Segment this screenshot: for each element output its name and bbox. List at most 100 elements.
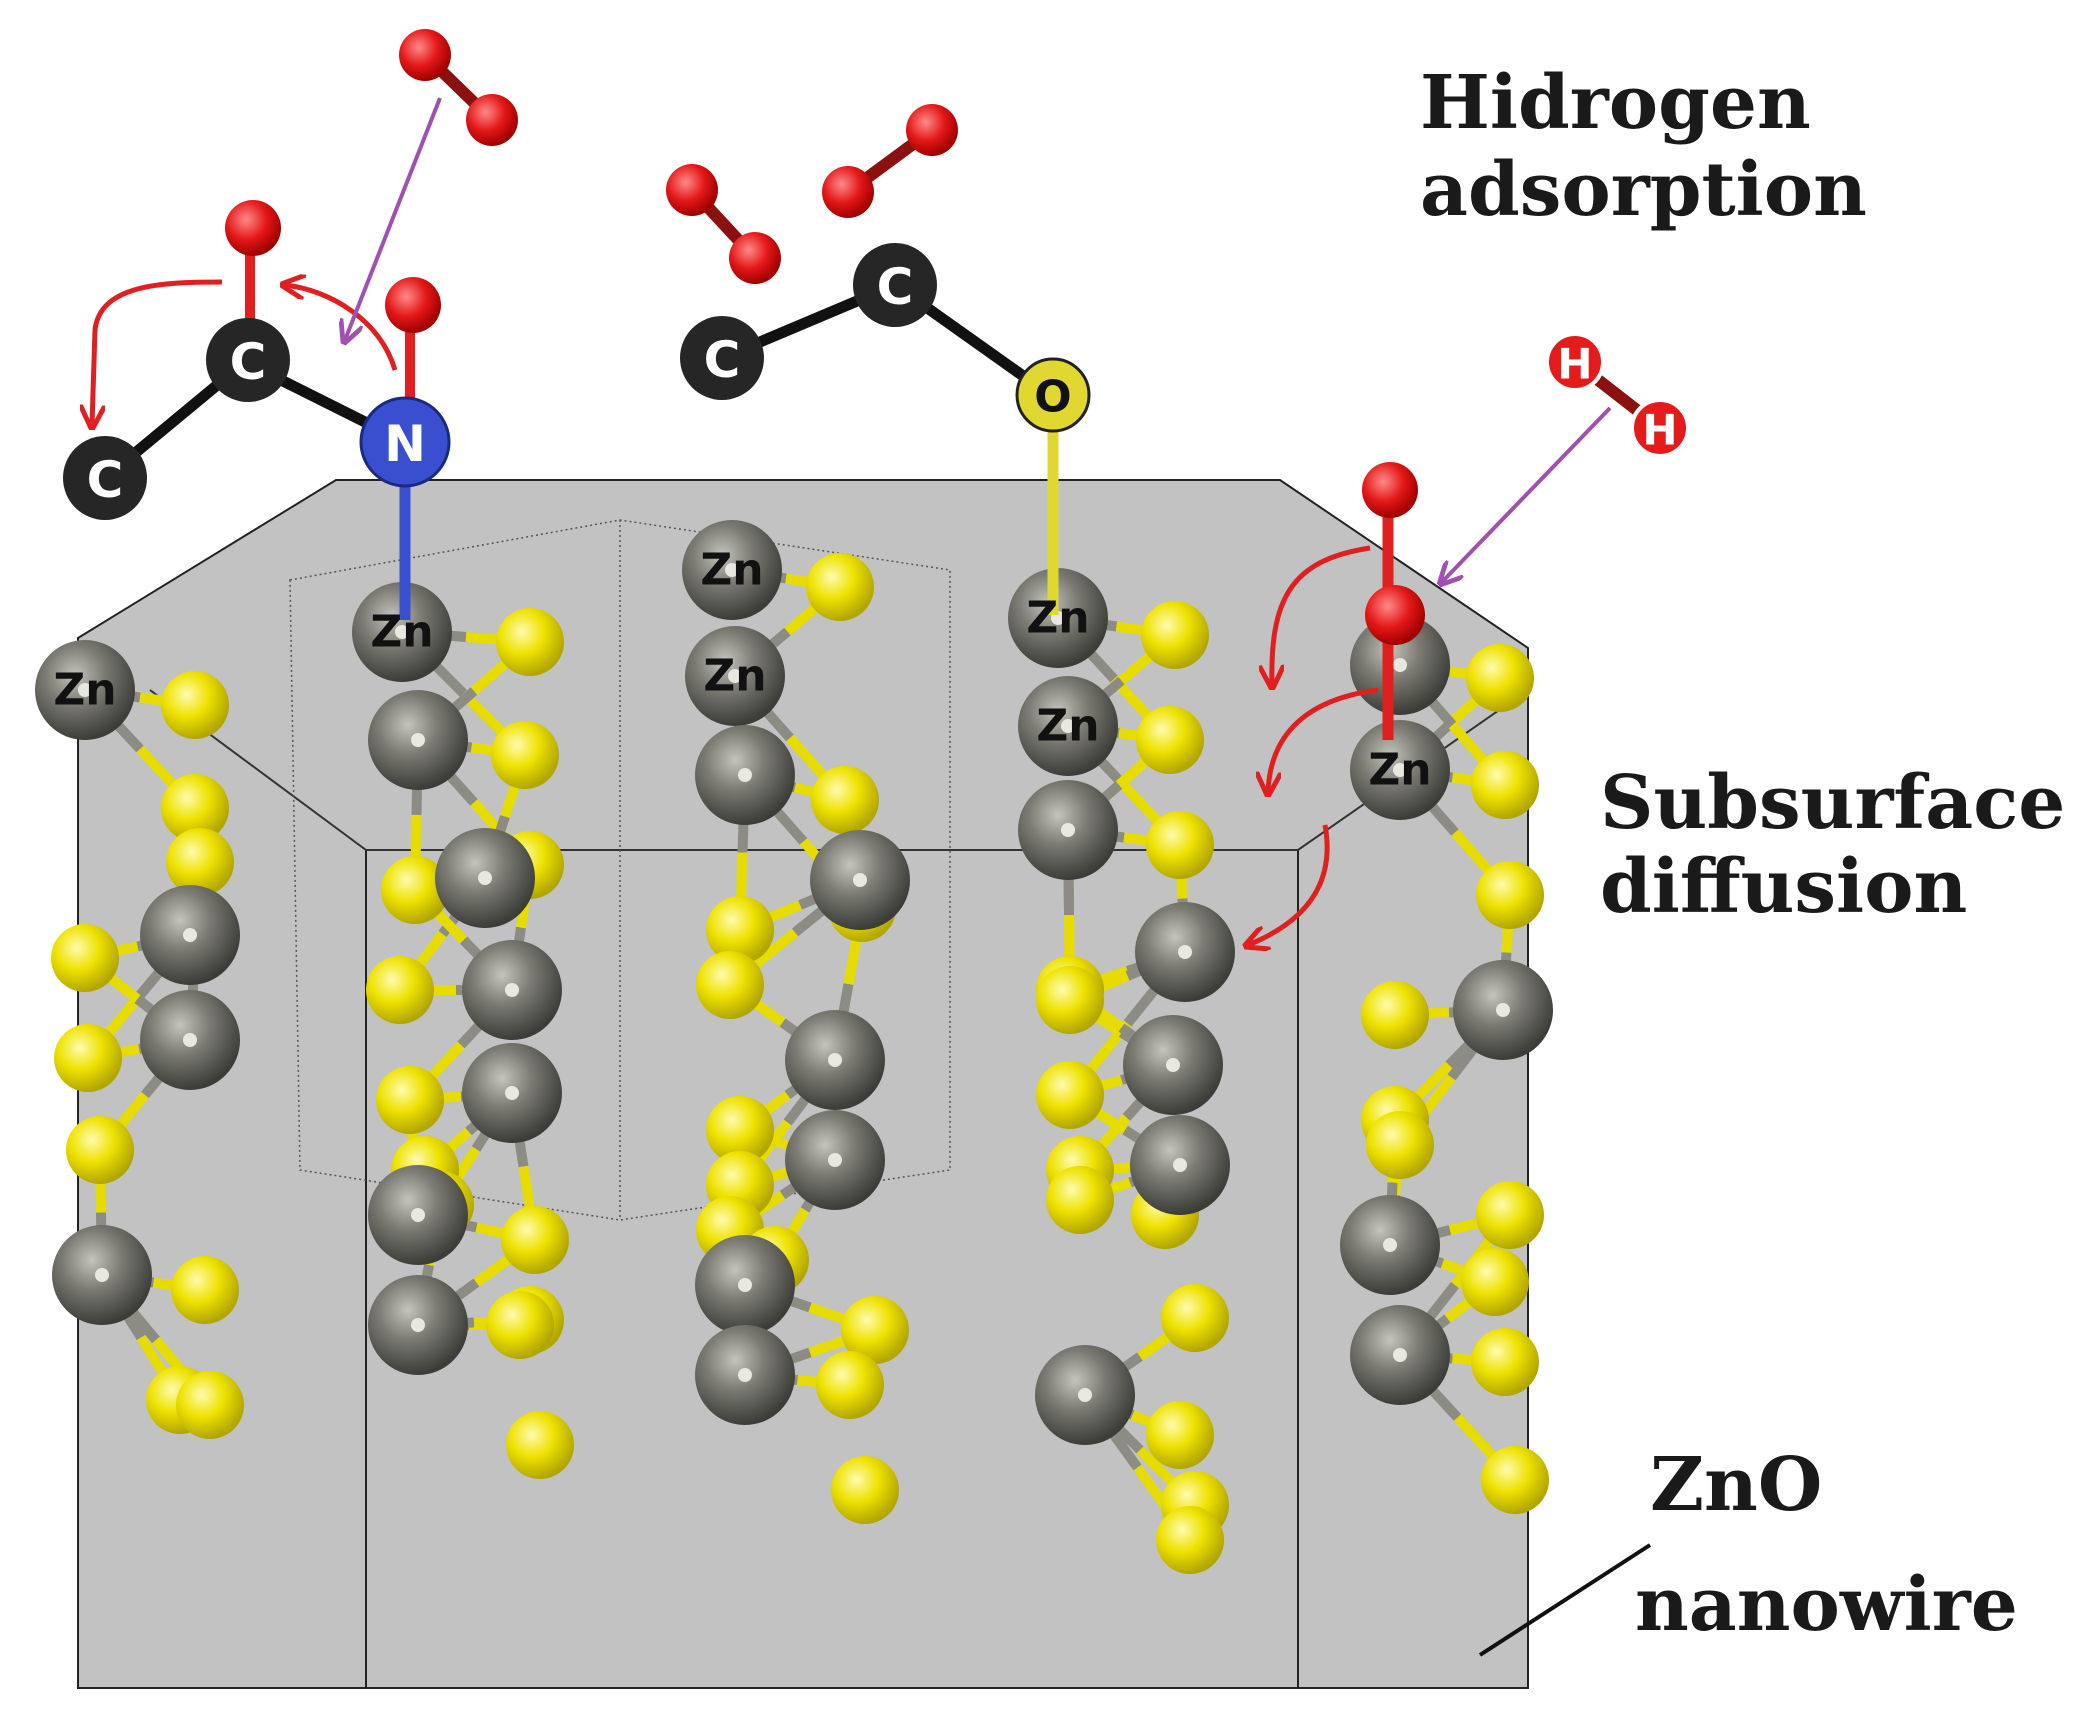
sulfur-atom — [381, 856, 449, 924]
zinc-atom-highlight — [828, 1053, 842, 1067]
zinc-atom-highlight — [738, 768, 752, 782]
diffusion-arrow — [1248, 824, 1330, 945]
sulfur-atom — [161, 671, 229, 739]
carbon-label: C — [704, 331, 741, 389]
zinc-atom-highlight — [411, 733, 425, 747]
zinc-atom-highlight — [853, 873, 867, 887]
adsorption-arrow — [345, 97, 442, 340]
zn-label: Zn — [370, 607, 433, 658]
adsorption-arrows — [345, 97, 1612, 582]
sulfur-atom — [1466, 644, 1534, 712]
carbon-label: C — [230, 333, 267, 391]
carbon-atom — [63, 436, 147, 520]
adsorbed-h-atom — [225, 200, 281, 256]
zinc-atom-highlight — [95, 1268, 109, 1282]
sulfur-atom — [171, 1256, 239, 1324]
zn-label: Zn — [1368, 745, 1431, 796]
sulfur-atom — [501, 1206, 569, 1274]
sulfur-atom — [376, 1066, 444, 1134]
zn-label: Zn — [700, 545, 763, 596]
subsurface-diffusion-label-line1: Subsurface — [1600, 760, 2065, 846]
hydrogen-label: H — [1642, 406, 1677, 455]
zinc-atom-highlight — [78, 683, 92, 697]
zinc-atom-highlight — [411, 1318, 425, 1332]
sulfur-atom — [841, 1296, 909, 1364]
sulfur-atom — [1461, 1248, 1529, 1316]
sulfur-atom — [66, 1116, 134, 1184]
sulfur-atom — [1471, 751, 1539, 819]
oxygen-label: O — [1034, 372, 1071, 423]
sulfur-atom — [811, 766, 879, 834]
sulfur-atom — [491, 721, 559, 789]
sulfur-atom — [166, 828, 234, 896]
nitrogen-atom — [359, 396, 451, 488]
h2-atom — [822, 166, 874, 218]
zinc-atom-highlight — [1173, 1158, 1187, 1172]
h2-atom — [729, 232, 781, 284]
zinc-atom-highlight — [738, 1278, 752, 1292]
zinc-atom-highlight — [1383, 1238, 1397, 1252]
zinc-atom-highlight — [828, 1153, 842, 1167]
sulfur-atom — [696, 951, 764, 1019]
sulfur-atom — [1036, 1061, 1104, 1129]
nitrogen-label: N — [384, 415, 426, 473]
zinc-atom-highlight — [738, 1368, 752, 1382]
adsorbed-h-atom — [1362, 462, 1418, 518]
zinc-atom-highlight — [1393, 658, 1407, 672]
zinc-atom-highlight — [1078, 1388, 1092, 1402]
hydrogen-adsorption-label-line1: Hidrogen — [1420, 60, 1811, 146]
sulfur-atom — [1046, 1166, 1114, 1234]
sulfur-atom — [1476, 1181, 1544, 1249]
carbon-label: C — [87, 451, 124, 509]
sulfur-atom — [1366, 1111, 1434, 1179]
zn-label: Zn — [1036, 701, 1099, 752]
h2-atom — [666, 164, 718, 216]
hydrogen-atom — [1630, 398, 1690, 458]
carbon-label: C — [877, 258, 914, 316]
zinc-atom-highlight — [1496, 1003, 1510, 1017]
zno-nanowire-label-line2: nanowire — [1635, 1562, 2018, 1648]
sulfur-atom — [1361, 981, 1429, 1049]
zinc-atom-highlight — [728, 669, 742, 683]
diffusion-arrow — [1272, 545, 1371, 685]
sulfur-atom — [486, 1291, 554, 1359]
reaction-arrows — [92, 282, 1379, 945]
sulfur-atom — [831, 1456, 899, 1524]
sulfur-atom — [1476, 861, 1544, 929]
zinc-atom-highlight — [478, 871, 492, 885]
nanowire-pointer — [1478, 1543, 1652, 1657]
zinc-atom-highlight — [183, 928, 197, 942]
hydrogen-adsorption-label-line2: adsorption — [1420, 147, 1867, 233]
zinc-atom-highlight — [1393, 763, 1407, 777]
hydrogen-label: H — [1557, 340, 1592, 389]
sulfur-atom — [1146, 1401, 1214, 1469]
zn-label: Zn — [1026, 593, 1089, 644]
sulfur-atom — [1471, 1328, 1539, 1396]
sulfur-atom — [54, 1024, 122, 1092]
lattice-atoms — [35, 520, 1553, 1574]
zinc-atom-highlight — [411, 1208, 425, 1222]
zn-label: Zn — [703, 651, 766, 702]
h2-atom — [466, 94, 518, 146]
zn-labels: Zn Zn Zn Zn Zn Zn Zn — [53, 545, 1431, 796]
sulfur-atom — [1161, 1284, 1229, 1352]
zinc-atom-highlight — [1061, 823, 1075, 837]
zinc-atom-highlight — [725, 563, 739, 577]
sulfur-atom — [1481, 1446, 1549, 1514]
zinc-atom-highlight — [505, 983, 519, 997]
hydrogen-atom — [1545, 332, 1605, 392]
sulfur-atom — [706, 896, 774, 964]
h2-atom — [906, 104, 958, 156]
zinc-atom-highlight — [395, 625, 409, 639]
sulfur-atom — [51, 924, 119, 992]
sulfur-atom — [506, 1411, 574, 1479]
adsorbed-h-atom — [385, 277, 441, 333]
zinc-atom-highlight — [505, 1086, 519, 1100]
sulfur-atom — [496, 608, 564, 676]
subsurface-diffusion-label-line2: diffusion — [1600, 844, 1967, 930]
sulfur-atom — [1136, 706, 1204, 774]
carbon-atom — [853, 243, 937, 327]
zinc-atom-highlight — [183, 1033, 197, 1047]
